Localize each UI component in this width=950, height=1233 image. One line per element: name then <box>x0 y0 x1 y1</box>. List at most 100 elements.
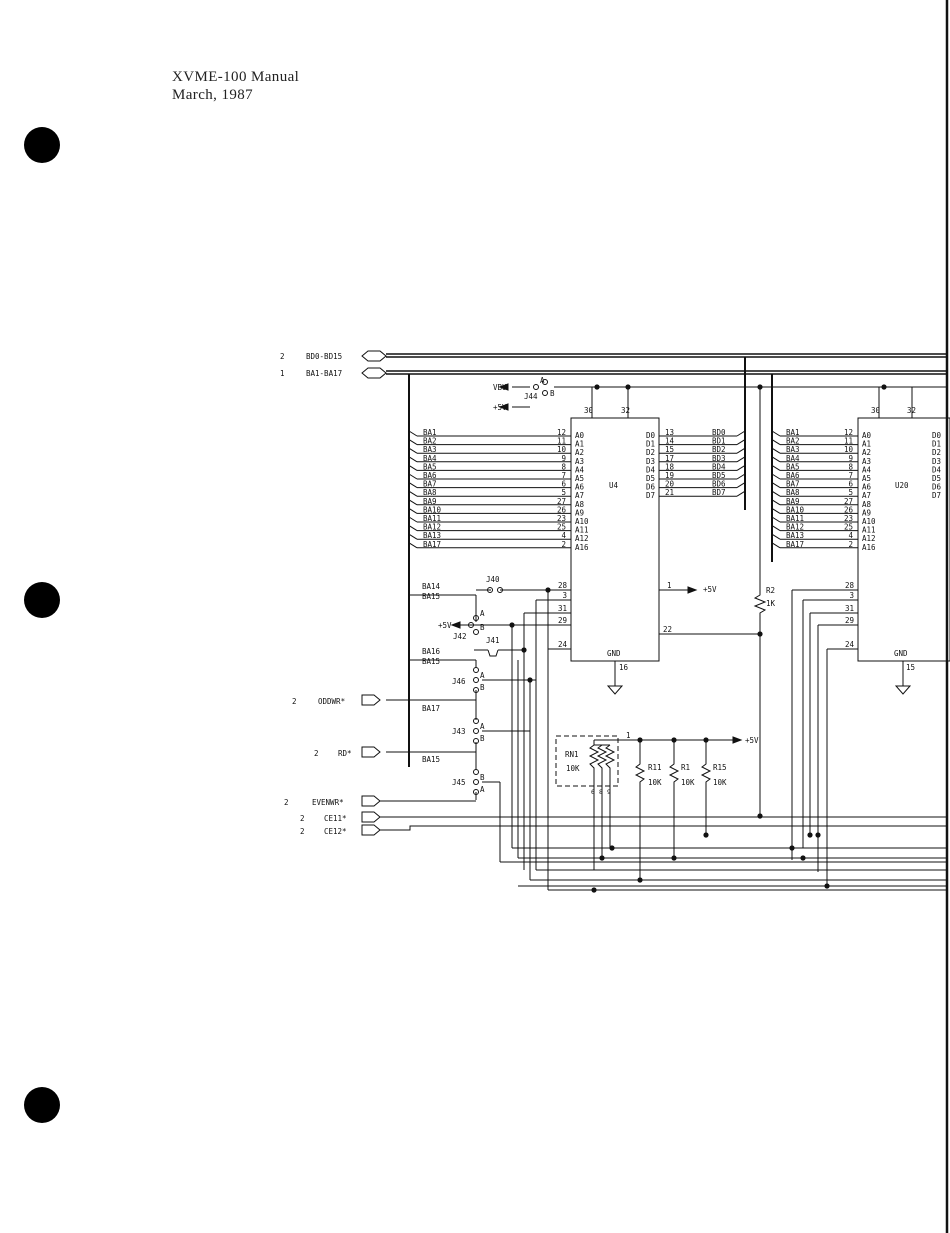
u4-addr-name: A7 <box>575 491 584 500</box>
u4-ref: U4 <box>609 481 619 490</box>
u4-addr-pin: 2 <box>561 540 566 549</box>
u4-addr-pin: 27 <box>557 497 566 506</box>
u4-addr-wire-entry <box>408 464 418 471</box>
u20-addr-name: A6 <box>862 483 872 492</box>
u4-data-name: D0 <box>646 431 656 440</box>
j45-b: B <box>480 773 485 782</box>
u20-addr-net: BA6 <box>786 471 800 480</box>
u20-ctrl-pin: 28 <box>845 581 855 590</box>
u20-addr-net: BA1 <box>786 428 800 437</box>
u4-addr-net: BA13 <box>423 531 441 540</box>
u4-addr-name: A6 <box>575 483 585 492</box>
net-ba14: BA14 <box>422 582 441 591</box>
u20-addr-wire-entry <box>771 456 781 463</box>
u20-addr-name: A9 <box>862 508 871 517</box>
u20-ctrl-pin: 24 <box>845 640 855 649</box>
j45-label: J45 <box>452 778 466 787</box>
u20-addr-pin: 27 <box>844 497 853 506</box>
net-ba17: BA17 <box>422 704 440 713</box>
u4-data-wire-entry <box>736 482 746 489</box>
u4-data-net: BD7 <box>712 488 726 497</box>
u20-addr-name: A7 <box>862 491 871 500</box>
u4-pin-30: 30 <box>584 406 594 415</box>
u4-addr-wire-entry <box>408 447 418 454</box>
r15-value: 10K <box>713 778 727 787</box>
r1-value: 10K <box>681 778 695 787</box>
u4-addr-net: BA8 <box>423 488 437 497</box>
u4-addr-wire-entry <box>408 499 418 506</box>
u4-data-pin: 21 <box>665 488 674 497</box>
bus-data-label: BD0-BD15 <box>306 352 342 361</box>
u20-addr-pin: 7 <box>848 471 853 480</box>
u20-addr-wire-entry <box>771 447 781 454</box>
u4-data-net: BD6 <box>712 480 726 489</box>
rn1-pin1: 1 <box>626 731 631 740</box>
u4-ctrl-pin: 3 <box>562 591 567 600</box>
j43-label: J43 <box>452 727 466 736</box>
u20-addr-name: A1 <box>862 440 871 449</box>
r15-ref: R15 <box>713 763 727 772</box>
u20-gnd-pin: 15 <box>906 663 915 672</box>
ce12-label: CE12* <box>324 827 347 836</box>
u4-addr-wire-entry <box>408 473 418 480</box>
u20-addr-name: A16 <box>862 543 876 552</box>
u20-addr-pin: 2 <box>848 540 853 549</box>
u4-addr-name: A11 <box>575 526 589 535</box>
u20-addr-pin: 9 <box>848 454 853 463</box>
u4-addr-net: BA4 <box>423 454 437 463</box>
u4-data-net: BD1 <box>712 437 726 446</box>
u20-addr-wire-entry <box>771 499 781 506</box>
u20-addr-net: BA8 <box>786 488 800 497</box>
u20-addr-name: A11 <box>862 526 876 535</box>
u4-addr-pin: 10 <box>557 445 567 454</box>
rn1-value: 10K <box>566 764 580 773</box>
u4-addr-name: A12 <box>575 534 589 543</box>
u4-addr-name: A2 <box>575 448 584 457</box>
u20-addr-wire-entry <box>771 525 781 532</box>
u20-ref: U20 <box>895 481 909 490</box>
u20-addr-wire-entry <box>771 533 781 540</box>
u20-addr-net: BA9 <box>786 497 800 506</box>
u4-addr-pin: 6 <box>561 480 566 489</box>
u4-addr-net: BA2 <box>423 437 437 446</box>
j44-a: A <box>540 376 545 385</box>
evenwr-label: EVENWR* <box>312 798 344 807</box>
net-ba15: BA15 <box>422 592 440 601</box>
u4-data-pin: 14 <box>665 437 675 446</box>
u20-pin-32: 32 <box>907 406 916 415</box>
u4-addr-name: A3 <box>575 457 584 466</box>
u20-addr-net: BA3 <box>786 445 800 454</box>
u4-data-net: BD2 <box>712 445 726 454</box>
u4-addr-wire-entry <box>408 482 418 489</box>
u4-addr-pin: 4 <box>561 531 566 540</box>
u4-addr-name: A10 <box>575 517 589 526</box>
r11-value: 10K <box>648 778 662 787</box>
ce12-sheet: 2 <box>300 827 305 836</box>
u4-addr-name: A16 <box>575 543 589 552</box>
u4-addr-pin: 23 <box>557 514 566 523</box>
u4-data-net: BD5 <box>712 471 726 480</box>
u4-data-wire-entry <box>736 439 746 446</box>
rn1-ref: RN1 <box>565 750 579 759</box>
u4-addr-wire-entry <box>408 456 418 463</box>
j44-b: B <box>550 389 555 398</box>
bus-addr-label: BA1-BA17 <box>306 369 342 378</box>
u4-addr-wire-entry <box>408 542 418 549</box>
u4-addr-pin: 5 <box>561 488 566 497</box>
u20-addr-net: BA5 <box>786 462 800 471</box>
u4-addr-net: BA1 <box>423 428 437 437</box>
j46-b: B <box>480 683 485 692</box>
ce11-sheet: 2 <box>300 814 305 823</box>
u4-ctrl-pin: 29 <box>558 616 567 625</box>
u4-data-name: D1 <box>646 440 655 449</box>
oddwr-sheet: 2 <box>292 697 297 706</box>
net-ba16: BA16 <box>422 647 441 656</box>
u4-addr-name: A9 <box>575 508 584 517</box>
u4-data-net: BD3 <box>712 454 726 463</box>
u4-data-wire-entry <box>736 456 746 463</box>
u20-addr-net: BA13 <box>786 531 804 540</box>
j43-a: A <box>480 722 485 731</box>
u4-data-pin: 19 <box>665 471 674 480</box>
u4-data-wire-entry <box>736 447 746 454</box>
u4-data-name: D7 <box>646 491 655 500</box>
